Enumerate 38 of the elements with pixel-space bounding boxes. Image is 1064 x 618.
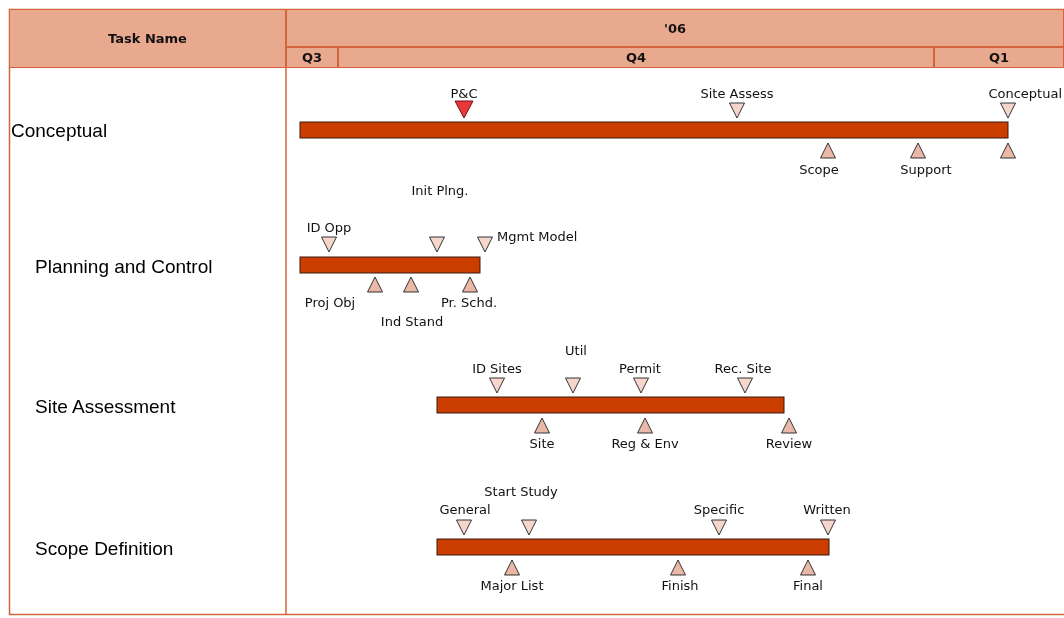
header-cell: Q3: [286, 47, 338, 68]
milestone-label: Site: [529, 435, 555, 451]
task-name: Conceptual: [11, 120, 108, 142]
header-cell: Task Name: [9, 9, 286, 68]
milestone-label: ID Opp: [306, 219, 352, 235]
task-bar: [299, 121, 1009, 139]
milestone-label: Scope: [799, 161, 839, 177]
milestone-label: Review: [765, 435, 813, 451]
milestone-label: Ind Stand: [380, 313, 444, 329]
milestone-label: Specific: [693, 501, 745, 517]
milestone-label: Mgmt Model: [497, 228, 578, 244]
header-cell: Q4: [338, 47, 934, 68]
task-bar: [436, 538, 830, 556]
milestone-label: Reg & Env: [611, 435, 679, 451]
milestone-label: General: [439, 501, 491, 517]
task-name: Planning and Control: [35, 256, 213, 278]
milestone-label: Util: [565, 342, 587, 358]
milestone-label: Major List: [480, 577, 544, 593]
milestone-label: Permit: [619, 360, 661, 376]
milestone-label: Site Assess: [700, 85, 774, 101]
task-name: Scope Definition: [35, 538, 174, 560]
milestone-label: Pr. Schd.: [440, 294, 498, 310]
milestone-label: Finish: [661, 577, 699, 593]
header-cell: Q1: [934, 47, 1064, 68]
milestone-label: Conceptual: [988, 85, 1062, 101]
task-bar: [436, 396, 785, 414]
task-name: Site Assessment: [35, 396, 176, 418]
milestone-label: P&C: [450, 85, 478, 101]
milestone-label: Final: [793, 577, 823, 593]
task-bar: [299, 256, 481, 274]
header-cell: '06: [286, 9, 1064, 47]
milestone-label: Proj Obj: [304, 294, 356, 310]
milestone-label: ID Sites: [472, 360, 522, 376]
milestone-label: Init Plng.: [411, 182, 469, 198]
milestone-label: Rec. Site: [714, 360, 772, 376]
milestone-label: Support: [900, 161, 952, 177]
milestone-label: Start Study: [484, 483, 558, 499]
milestone-label: Written: [803, 501, 851, 517]
